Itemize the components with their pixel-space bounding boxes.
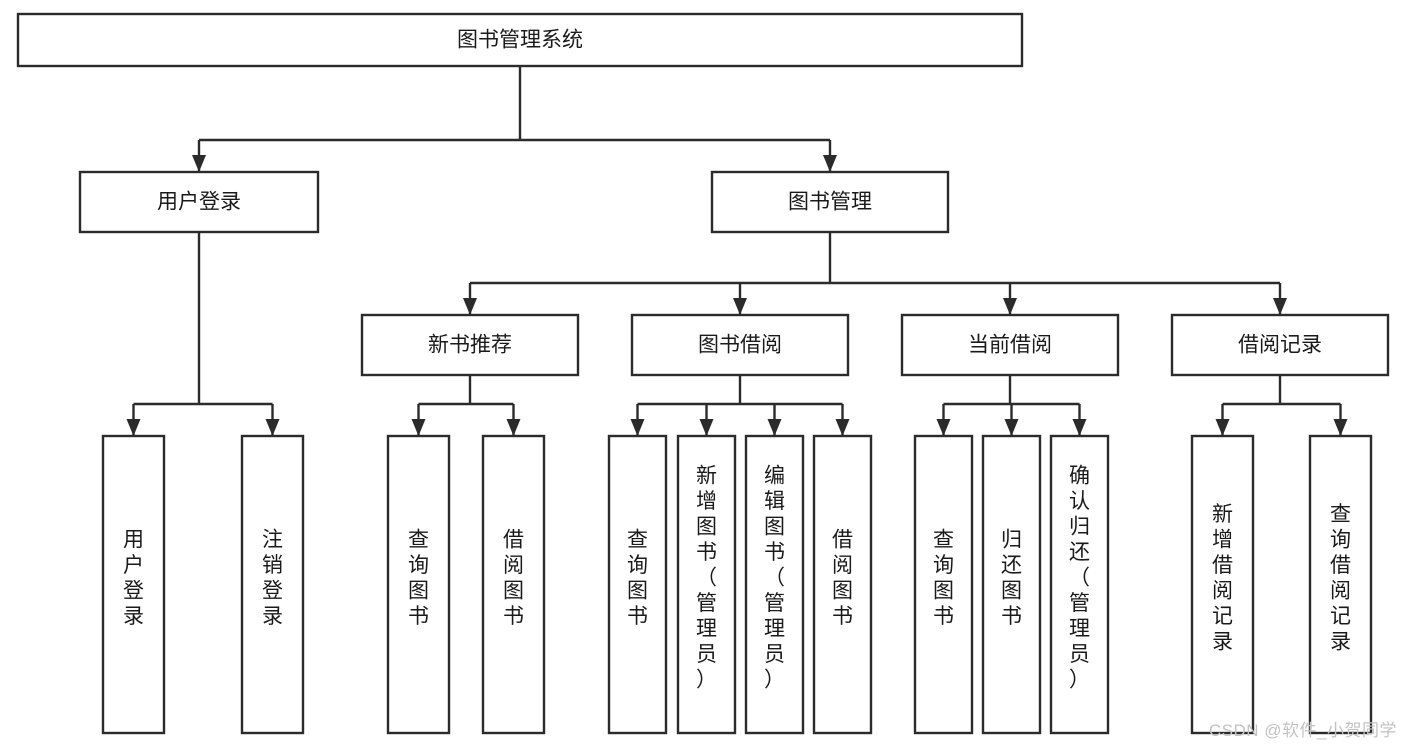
- node-label: 注销登录: [262, 528, 283, 628]
- node-label: 查询借阅记录: [1330, 503, 1351, 654]
- node-book-manage[interactable]: 图书管理: [710, 170, 950, 234]
- node-box[interactable]: [360, 313, 580, 377]
- node-box[interactable]: [240, 434, 305, 735]
- node-leaf-query-record[interactable]: 查询借阅记录: [1308, 434, 1373, 735]
- node-label: 图书借阅: [698, 334, 782, 357]
- node-box[interactable]: [16, 12, 1024, 68]
- node-label: 图书管理: [788, 191, 872, 214]
- node-leaf-query-book-3[interactable]: 查询图书: [913, 434, 974, 735]
- node-label: 新增借阅记录: [1212, 503, 1233, 654]
- node-label: 借阅图书: [503, 528, 524, 628]
- node-box[interactable]: [1049, 434, 1110, 735]
- node-label: 新增图书（管理员）: [696, 465, 717, 692]
- node-box[interactable]: [101, 434, 166, 735]
- node-box[interactable]: [676, 434, 737, 735]
- node-box[interactable]: [1170, 313, 1390, 377]
- node-box[interactable]: [900, 313, 1120, 377]
- node-leaf-edit-book[interactable]: 编辑图书（管理员）: [744, 434, 805, 735]
- node-root[interactable]: 图书管理系统: [16, 12, 1024, 68]
- node-label: 查询图书: [408, 528, 429, 628]
- node-label: 用户登录: [123, 528, 144, 628]
- node-label: 当前借阅: [968, 334, 1052, 357]
- node-borrow-record[interactable]: 借阅记录: [1170, 313, 1390, 377]
- node-leaf-borrow-book-2[interactable]: 借阅图书: [812, 434, 873, 735]
- node-box[interactable]: [607, 434, 668, 735]
- node-leaf-logout[interactable]: 注销登录: [240, 434, 305, 735]
- node-label: 用户登录: [157, 191, 241, 214]
- node-box[interactable]: [981, 434, 1042, 735]
- node-leaf-borrow-book-1[interactable]: 借阅图书: [481, 434, 546, 735]
- node-label: 新书推荐: [428, 334, 512, 357]
- node-leaf-query-book-2[interactable]: 查询图书: [607, 434, 668, 735]
- node-box[interactable]: [386, 434, 451, 735]
- node-leaf-query-book-1[interactable]: 查询图书: [386, 434, 451, 735]
- watermark-text: CSDN @软件_小贺同学: [1208, 721, 1397, 740]
- node-box[interactable]: [630, 313, 850, 377]
- node-leaf-user-login[interactable]: 用户登录: [101, 434, 166, 735]
- node-label: 借阅图书: [832, 528, 853, 628]
- node-label: 确认归还（管理员）: [1069, 465, 1090, 692]
- node-user-login[interactable]: 用户登录: [78, 170, 320, 234]
- node-box[interactable]: [744, 434, 805, 735]
- node-leaf-add-book[interactable]: 新增图书（管理员）: [676, 434, 737, 735]
- node-book-borrow[interactable]: 图书借阅: [630, 313, 850, 377]
- node-box[interactable]: [78, 170, 320, 234]
- node-label: 归还图书: [1001, 528, 1022, 628]
- node-box[interactable]: [1190, 434, 1255, 735]
- node-label: 查询图书: [627, 528, 648, 628]
- node-label: 编辑图书（管理员）: [764, 465, 785, 692]
- node-label: 查询图书: [933, 528, 954, 628]
- node-new-book-recommend[interactable]: 新书推荐: [360, 313, 580, 377]
- node-box[interactable]: [1308, 434, 1373, 735]
- node-label: 借阅记录: [1238, 334, 1322, 357]
- node-leaf-return-book[interactable]: 归还图书: [981, 434, 1042, 735]
- node-box[interactable]: [710, 170, 950, 234]
- node-current-borrow[interactable]: 当前借阅: [900, 313, 1120, 377]
- node-leaf-add-record[interactable]: 新增借阅记录: [1190, 434, 1255, 735]
- node-leaf-confirm-return[interactable]: 确认归还（管理员）: [1049, 434, 1110, 735]
- node-box[interactable]: [481, 434, 546, 735]
- node-box[interactable]: [812, 434, 873, 735]
- node-label: 图书管理系统: [457, 29, 583, 52]
- node-box[interactable]: [913, 434, 974, 735]
